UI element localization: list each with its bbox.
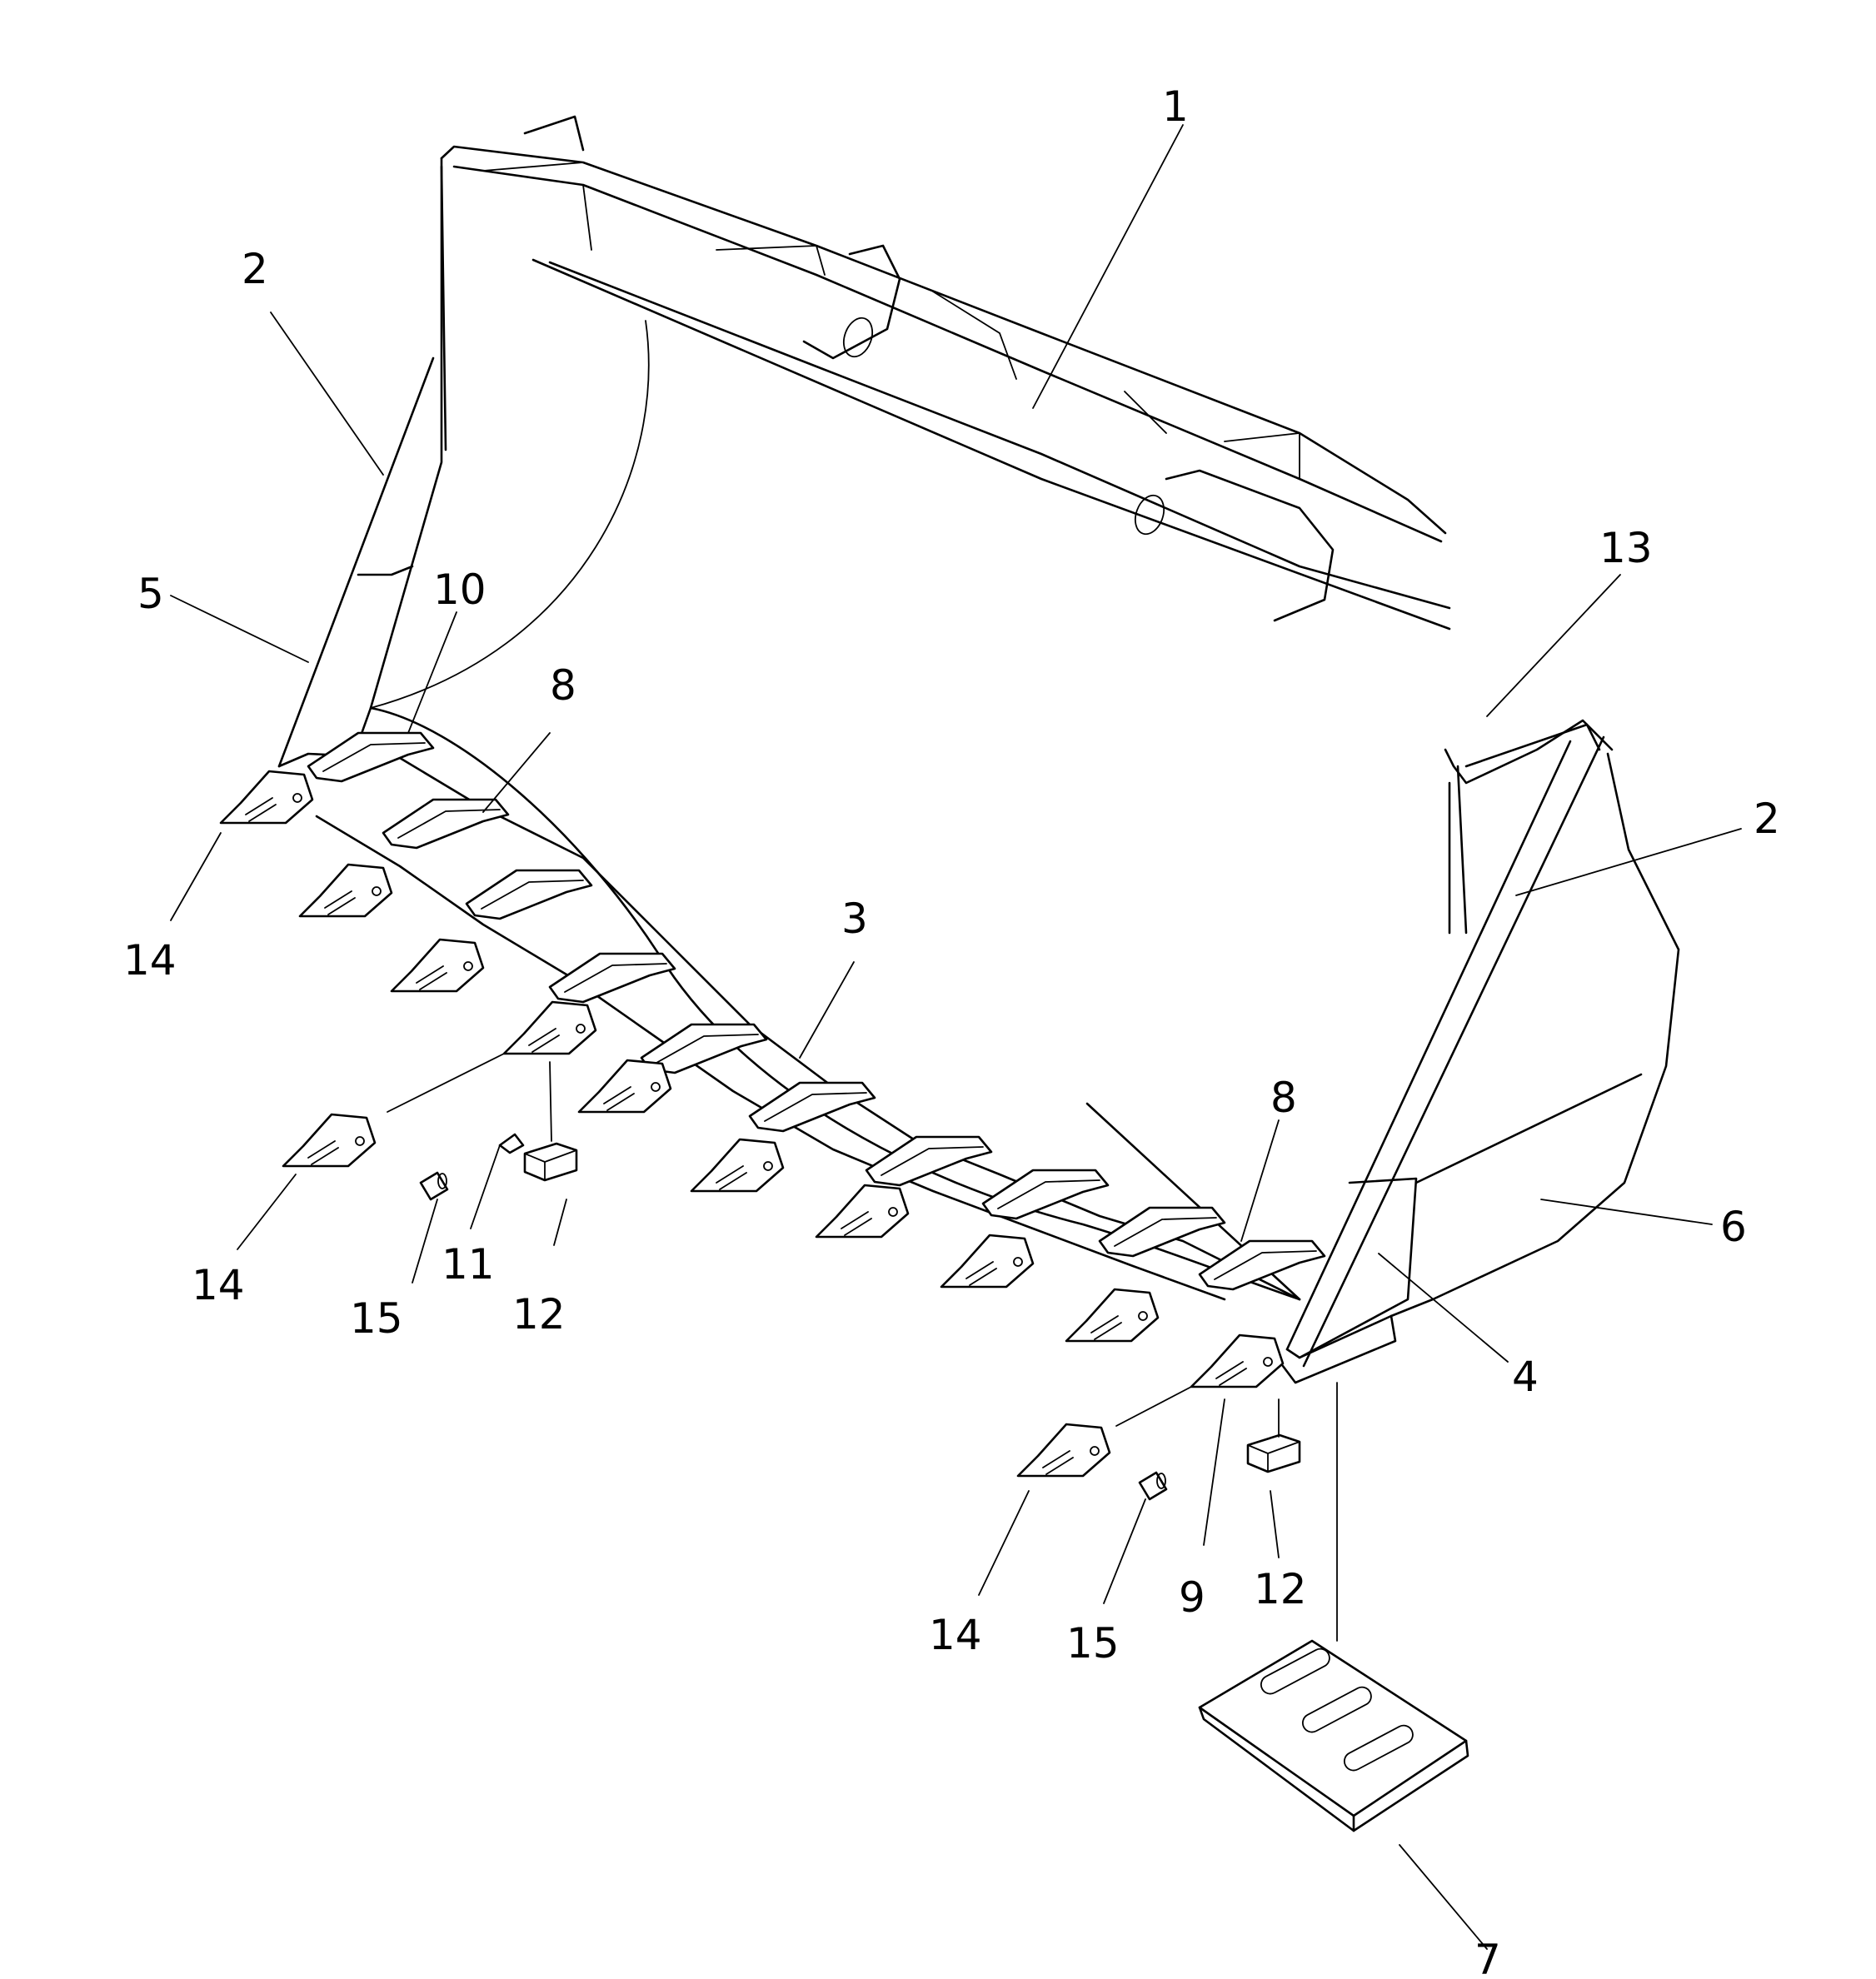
part-labels: 1 2 2 3 4 5 6 7 8 8 9 10 11 12 12 13 14 …	[123, 82, 1780, 1979]
exploded-tooth-left	[282, 1113, 377, 1168]
exploded-pin-left	[419, 1171, 449, 1201]
label-2-right: 2	[1754, 795, 1780, 843]
label-8-right: 8	[1270, 1074, 1297, 1122]
exploded-lock-left	[523, 1142, 578, 1182]
label-14-mid: 14	[192, 1261, 245, 1309]
leader-lines	[170, 124, 1742, 1950]
label-8-left: 8	[550, 661, 576, 710]
label-6: 6	[1720, 1203, 1747, 1251]
exploded-tooth-right	[1016, 1423, 1111, 1478]
label-4: 4	[1512, 1353, 1539, 1401]
exploded-lock-right	[1246, 1433, 1301, 1473]
label-10: 10	[433, 566, 486, 614]
label-11: 11	[442, 1240, 495, 1289]
bucket-body	[277, 115, 1680, 1384]
label-9: 9	[1179, 1573, 1205, 1622]
adapter-row	[307, 731, 1326, 1291]
label-15-right: 15	[1066, 1619, 1120, 1667]
wear-plate	[1198, 1639, 1469, 1832]
exploded-retainer-11	[498, 1133, 525, 1154]
label-15-left: 15	[350, 1294, 403, 1343]
label-14-top: 14	[123, 936, 177, 985]
label-13: 13	[1599, 524, 1653, 572]
exploded-pin-right	[1138, 1471, 1168, 1501]
label-12-right: 12	[1254, 1565, 1307, 1613]
label-5: 5	[137, 570, 164, 618]
label-2-left: 2	[242, 245, 268, 293]
label-3: 3	[841, 895, 868, 943]
label-14-bottom: 14	[929, 1611, 982, 1659]
label-7: 7	[1474, 1936, 1501, 1979]
label-1: 1	[1162, 82, 1189, 131]
explode-lines	[387, 1053, 1338, 1642]
label-12-left: 12	[512, 1290, 566, 1338]
